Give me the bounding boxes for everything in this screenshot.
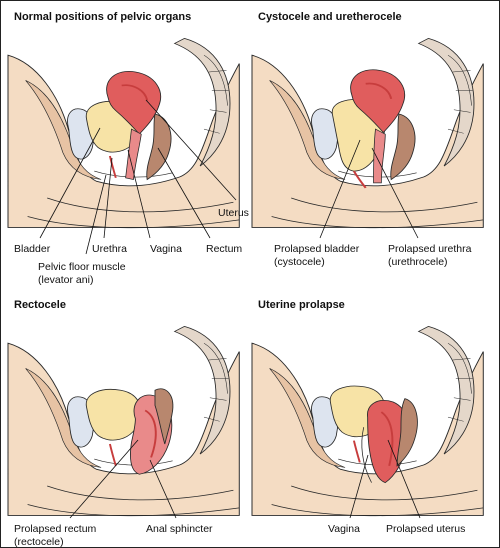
label-prolapsed-bladder-2: (cystocele): [274, 256, 325, 268]
label-prolapsed-uterus: Prolapsed uterus: [386, 523, 465, 535]
label-pelvic-floor-2: (levator ani): [38, 274, 93, 286]
label-prolapsed-rectum-2: (rectocele): [14, 536, 64, 548]
panel-normal-title: Normal positions of pelvic organs: [14, 11, 191, 23]
panel-normal: Normal positions of pelvic organs Bladde…: [7, 11, 249, 286]
panel-uterine: Uterine prolapse Vagina Prolapsed uterus: [251, 299, 484, 535]
label-prolapsed-urethra-2: (urethrocele): [388, 256, 448, 268]
label-pelvic-floor-1: Pelvic floor muscle: [38, 261, 126, 273]
panel-uterine-title: Uterine prolapse: [258, 299, 345, 311]
label-anal-sphincter: Anal sphincter: [146, 523, 213, 535]
panel-rectocele: Rectocele Prolapsed rectum (rectocele) A…: [7, 299, 240, 548]
panel-cystocele: Cystocele and uretherocele Prolapsed bla…: [251, 11, 484, 268]
label-prolapsed-urethra-1: Prolapsed urethra: [388, 243, 472, 255]
uterus-shape: [106, 71, 161, 135]
panel-rectocele-title: Rectocele: [14, 299, 66, 311]
label-rectum: Rectum: [206, 243, 242, 255]
label-vagina: Vagina: [150, 243, 182, 255]
rectum-shape: [146, 113, 172, 181]
panel-cystocele-title: Cystocele and uretherocele: [258, 11, 402, 23]
label-uterus: Uterus: [218, 207, 249, 219]
label-bladder: Bladder: [14, 243, 51, 255]
label-prolapsed-bladder-1: Prolapsed bladder: [274, 243, 360, 255]
label-vagina-uterine: Vagina: [328, 523, 360, 535]
label-urethra: Urethra: [92, 243, 127, 255]
label-prolapsed-rectum-1: Prolapsed rectum: [14, 523, 97, 535]
